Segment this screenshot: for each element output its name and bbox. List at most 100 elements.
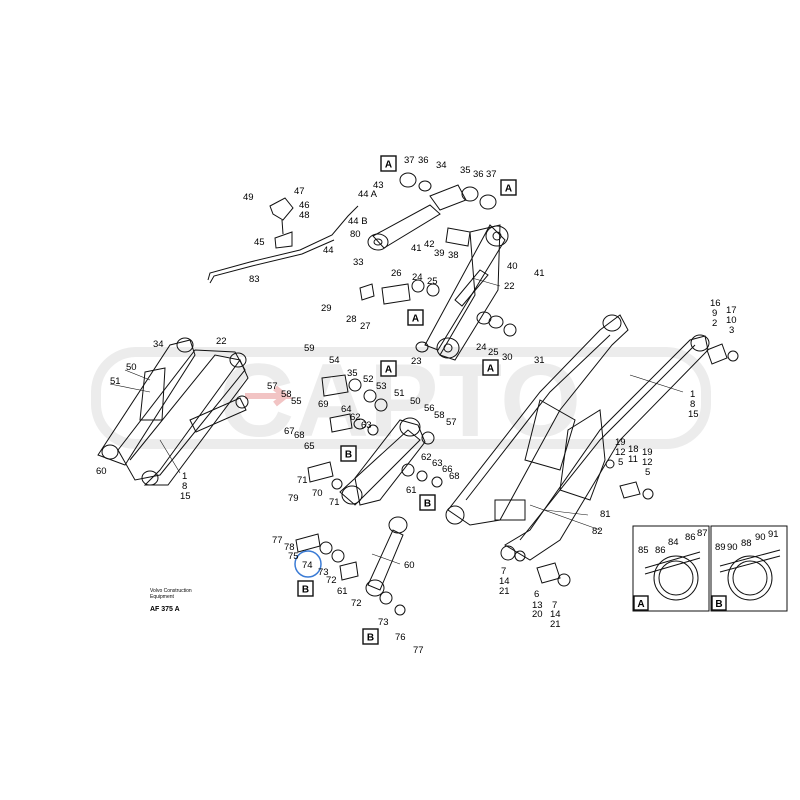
callout-label: 2: [712, 318, 717, 329]
callout-label: 62: [350, 412, 361, 423]
caption-line1: Volvo Construction: [150, 588, 192, 594]
leader-lines: [109, 277, 684, 565]
callout-label: 73: [378, 617, 389, 628]
callout-label: 68: [294, 430, 305, 441]
callout-label: 22: [216, 336, 227, 347]
callout-label: 9: [712, 308, 717, 319]
callout-label: 58: [281, 389, 292, 400]
callout-label: 34: [153, 339, 164, 350]
callout-label: 73: [318, 567, 329, 578]
section-tag: B: [340, 445, 357, 462]
callout-label: 42: [424, 239, 435, 250]
section-tags: A A A A A B B B B A B: [297, 155, 727, 645]
section-tag-label: B: [424, 499, 431, 510]
callout-label: 15: [180, 491, 191, 502]
callout-label: 76: [395, 632, 406, 643]
callout-label: 22: [504, 281, 515, 292]
callout-label: 21: [499, 586, 510, 597]
callout-label: 14: [499, 576, 510, 587]
callout-label: 23: [411, 356, 422, 367]
callout-label: 83: [249, 274, 260, 285]
section-tag: A: [380, 155, 397, 172]
callout-label: 1: [182, 471, 187, 482]
callout-label: 70: [312, 488, 323, 499]
callout-label: 12: [615, 447, 626, 458]
section-tag: B: [711, 595, 727, 611]
callout-label: 37: [404, 155, 415, 166]
section-tag: B: [419, 494, 436, 511]
callout-label: 21: [550, 619, 561, 630]
callout-label: 77: [272, 535, 283, 546]
section-tag: B: [297, 580, 314, 597]
callout-label: 24: [412, 272, 423, 283]
callout-label: 7: [501, 566, 506, 577]
callout-label: 51: [394, 388, 405, 399]
callout-label: 68: [449, 471, 460, 482]
callout-label: 15: [688, 409, 699, 420]
callout-label: 6: [534, 589, 539, 600]
callout-label: 35: [347, 368, 358, 379]
callout-label: 53: [376, 381, 387, 392]
callout-label: 33: [353, 257, 364, 268]
callout-label: 67: [284, 426, 295, 437]
callout-label: 61: [406, 485, 417, 496]
callout-label: 48: [299, 210, 310, 221]
callout-label: 29: [321, 303, 332, 314]
callout-label: 28: [346, 314, 357, 325]
callout-label: 40: [507, 261, 518, 272]
callout-label: 16: [710, 298, 721, 309]
callout-label: 66: [442, 464, 453, 475]
callout-label: 63: [432, 458, 443, 469]
section-tag: A: [633, 595, 649, 611]
section-tag-label: A: [385, 365, 392, 376]
callout-label: 59: [304, 343, 315, 354]
callout-label: 91: [768, 529, 779, 540]
line-art: [97, 172, 788, 616]
callout-label: 57: [267, 381, 278, 392]
callout-label: 84: [668, 537, 679, 548]
highlight-circle: [294, 550, 322, 578]
callout-label: 50: [126, 362, 137, 373]
caption-credit: Volvo Construction Equipment: [150, 588, 192, 600]
callout-label: 87: [697, 528, 708, 539]
section-tag-label: B: [715, 599, 722, 610]
caption-line2: Equipment: [150, 594, 174, 600]
section-tag: A: [380, 360, 397, 377]
callout-label: 27: [360, 321, 371, 332]
callout-label: 90: [727, 542, 738, 553]
callout-label: 60: [404, 560, 415, 571]
callout-label: 1: [690, 389, 695, 400]
callout-label: 69: [318, 399, 329, 410]
callout-label: 44 B: [348, 216, 368, 227]
callout-label: 46: [299, 200, 310, 211]
callout-label: 82: [592, 526, 603, 537]
callout-label: 36: [418, 155, 429, 166]
callout-labels: 37 36 34 35 36 37 47 49 46 48 45 43 44 A…: [96, 155, 779, 656]
callout-label: 58: [434, 410, 445, 421]
section-tag-label: A: [637, 599, 644, 610]
callout-label: 30: [502, 352, 513, 363]
callout-label: 54: [329, 355, 340, 366]
section-tag-label: B: [302, 585, 309, 596]
section-tag: B: [362, 628, 379, 645]
callout-label: 72: [326, 575, 337, 586]
callout-label: 62: [421, 452, 432, 463]
section-tag-label: B: [367, 633, 374, 644]
callout-label: 75: [288, 551, 299, 562]
callout-label: 37: [486, 169, 497, 180]
callout-label: 8: [690, 399, 695, 410]
callout-label: 78: [284, 542, 295, 553]
callout-label: 65: [304, 441, 315, 452]
callout-label: 71: [329, 497, 340, 508]
callout-label: 47: [294, 186, 305, 197]
section-tag-label: B: [345, 450, 352, 461]
callout-label: 77: [413, 645, 424, 656]
callout-label: 52: [363, 374, 374, 385]
callout-label: 39: [434, 248, 445, 259]
callout-label: 86: [655, 545, 666, 556]
callout-label: 36: [473, 169, 484, 180]
callout-label: 35: [460, 165, 471, 176]
section-tag-label: A: [505, 184, 512, 195]
callout-label: 61: [337, 586, 348, 597]
